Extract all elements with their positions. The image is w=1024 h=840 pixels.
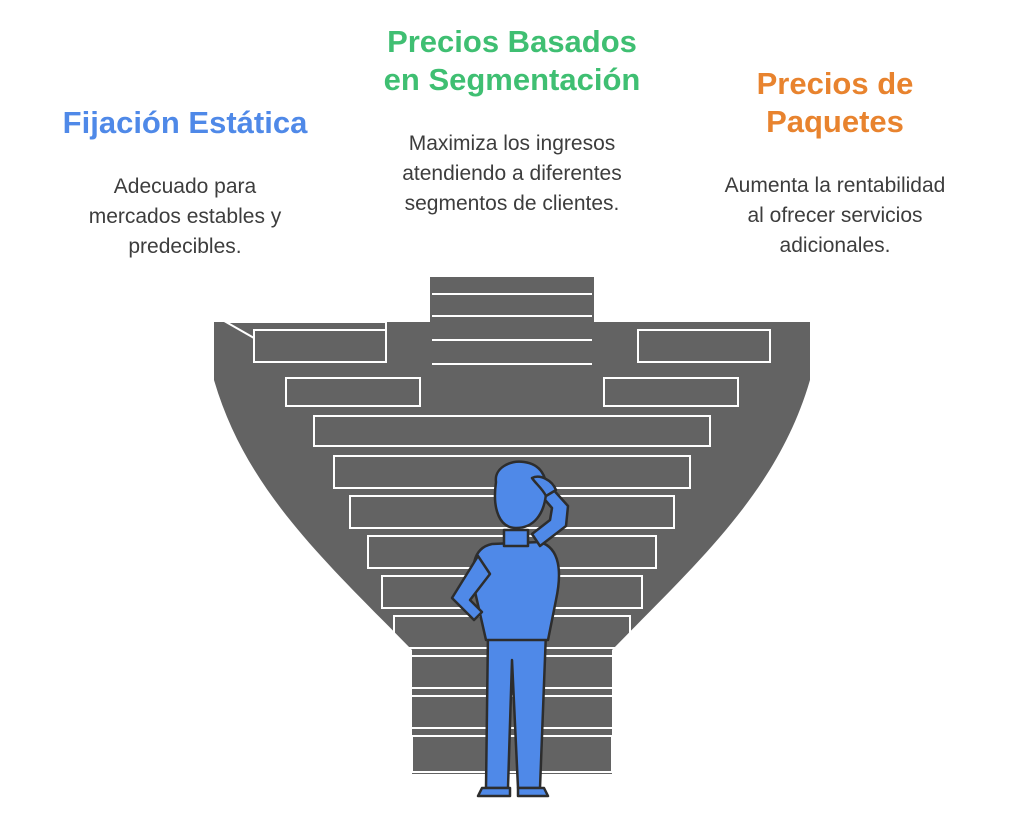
option-description: Aumenta la rentabilidad al ofrecer servi… [724,174,946,257]
right-side-steps [603,329,771,407]
option-segmentation-pricing: Precios Basados en Segmentación Maximiza… [352,23,672,219]
option-title: Precios de Paquetes [756,66,914,139]
option-static-pricing: Fijación Estática Adecuado para mercados… [40,104,330,262]
option-title: Fijación Estática [62,105,308,140]
option-bundle-pricing: Precios de Paquetes Aumenta la rentabili… [680,65,990,261]
left-side-steps [222,321,421,407]
option-title: Precios Basados en Segmentación [383,24,641,97]
option-description: Maximiza los ingresos atendiendo a difer… [402,132,622,215]
option-description: Adecuado para mercados estables y predec… [88,175,282,258]
person-icon [450,460,570,798]
